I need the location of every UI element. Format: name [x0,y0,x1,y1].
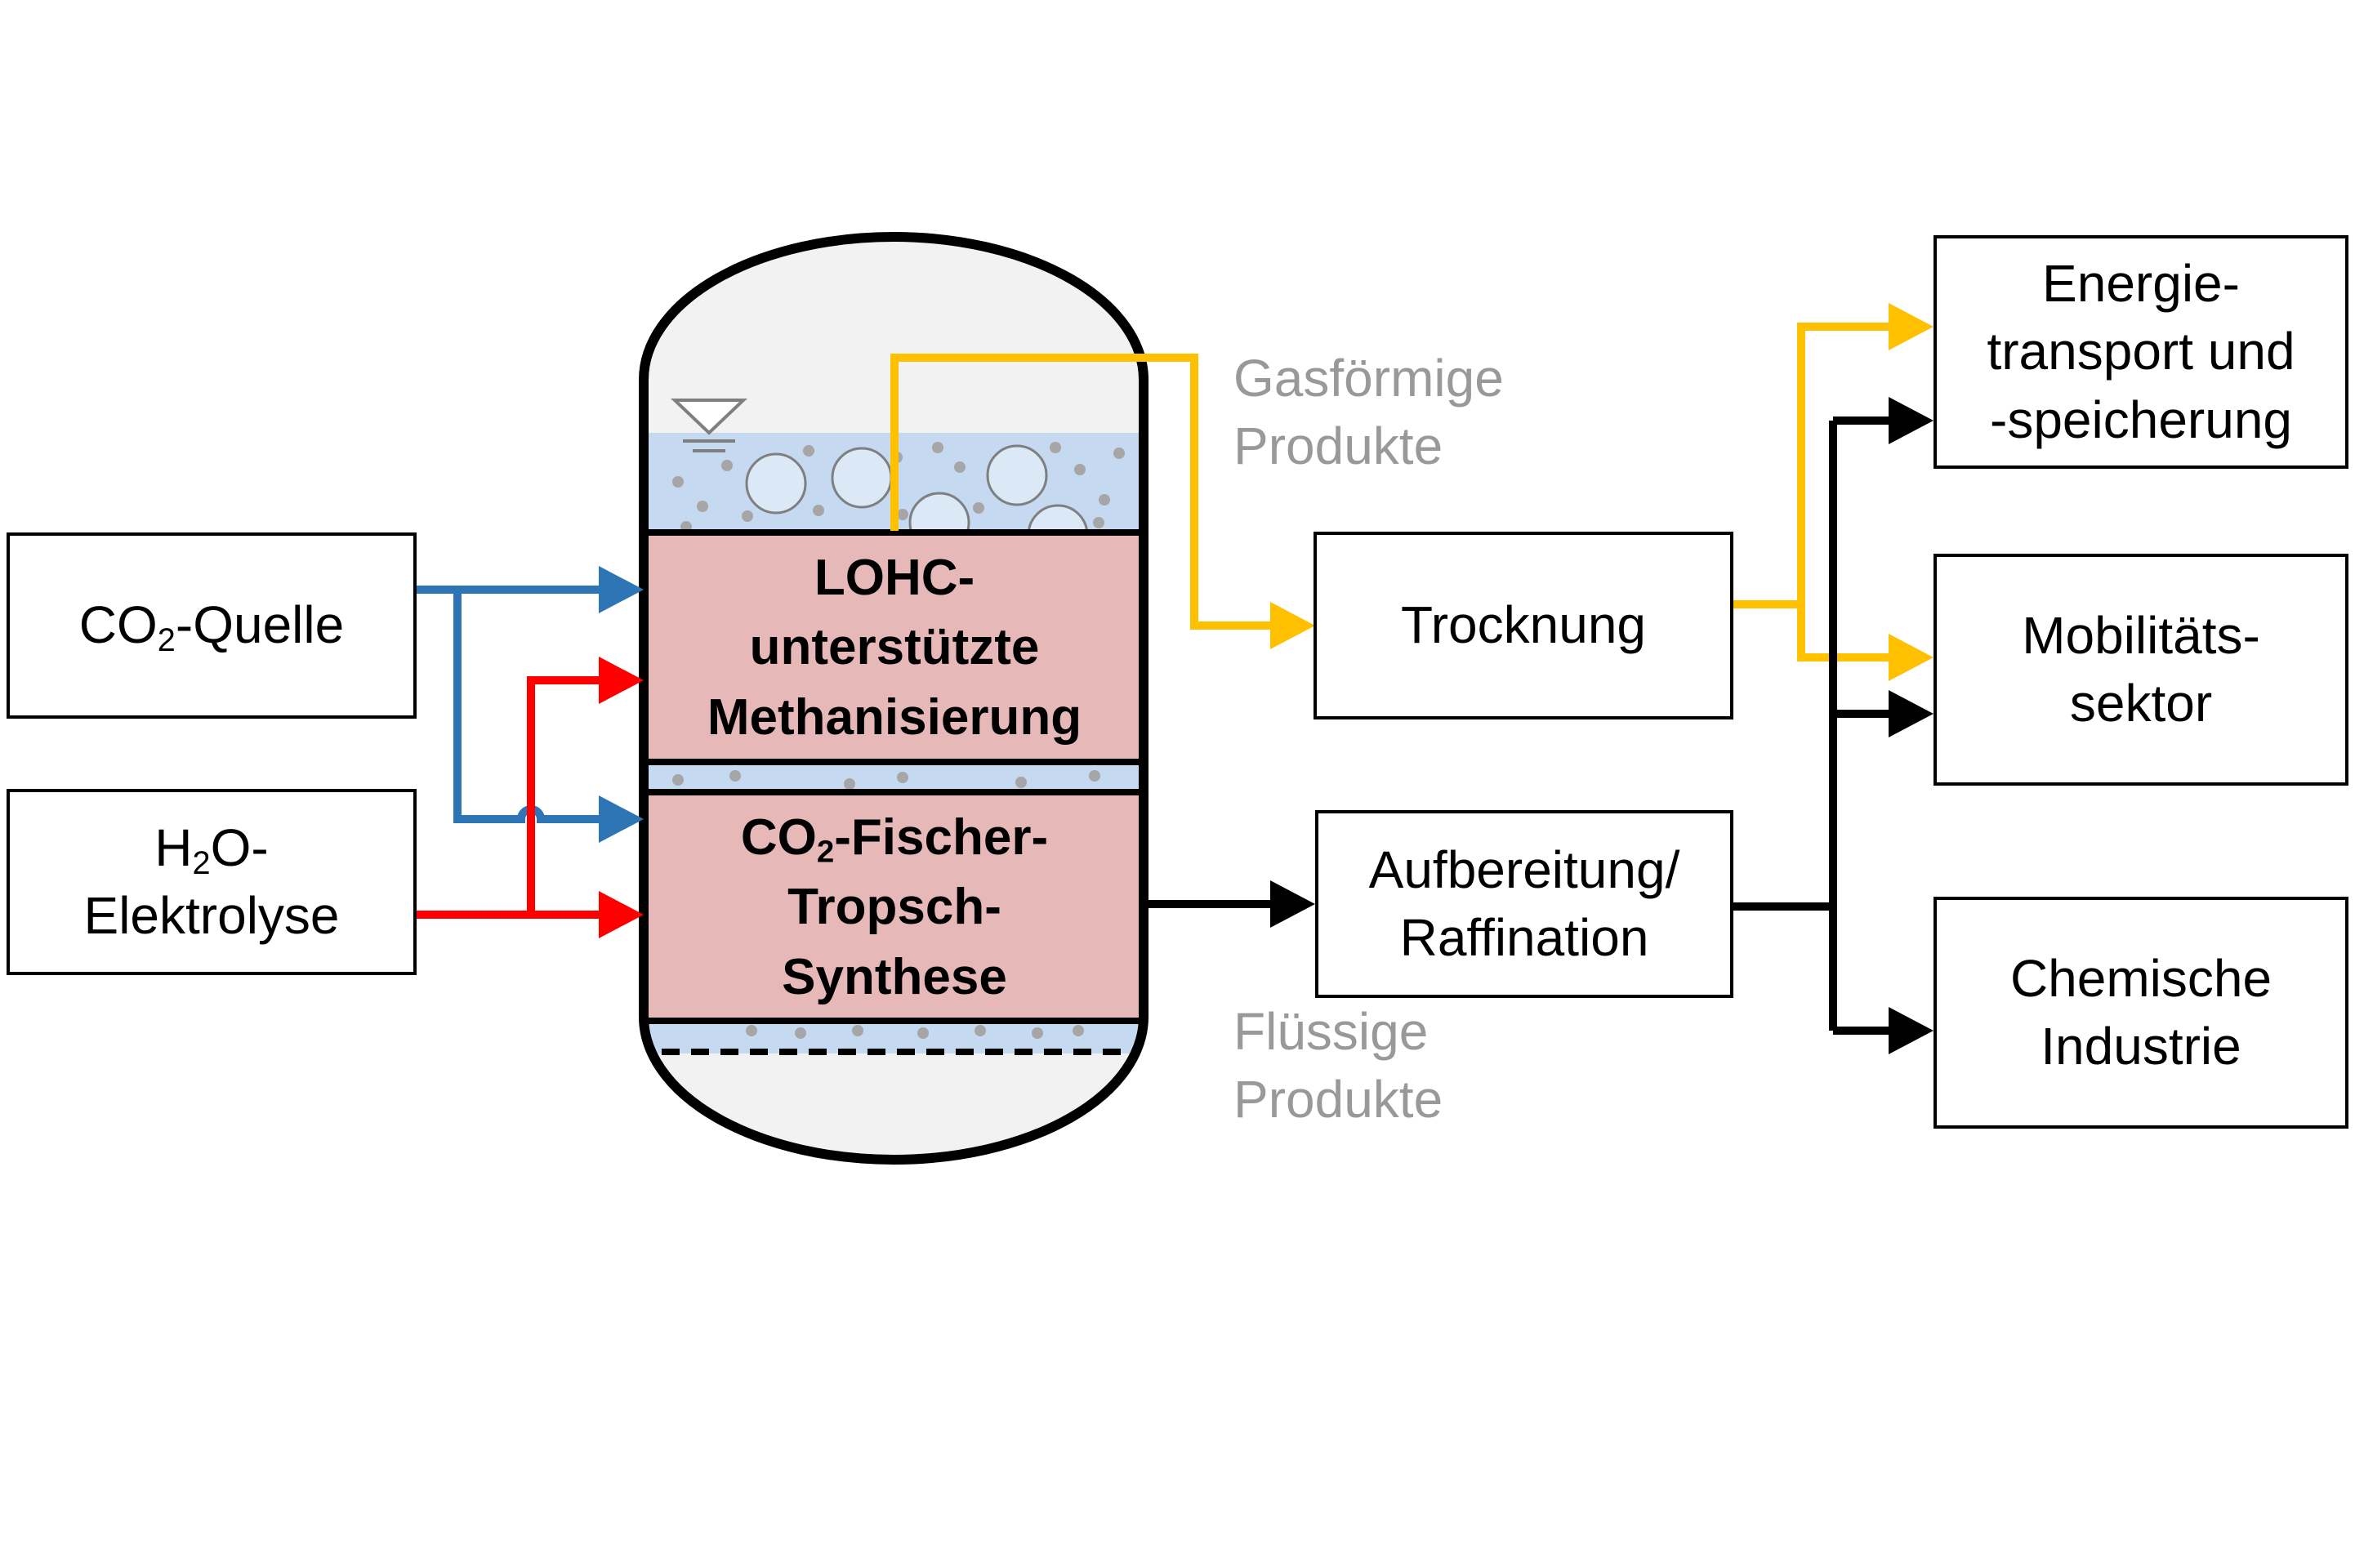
h2-arrowheads [599,657,644,938]
middle-particles [672,770,1100,790]
methanation-label-line2: unterstützte [749,619,1040,676]
reactor-vessel-outline [639,232,1149,1165]
mobility-label-line2: sektor [2069,674,2213,733]
h2-feed-lines [415,676,600,919]
refining-box: Aufbereitung/ Raffination [1315,810,1733,998]
lower-reaction-stage [644,792,1144,1021]
lower-liquid-layer [644,1021,1144,1054]
gas-products-note: Gasförmige Produkte [1233,345,1504,480]
liquid-products-note-line2: Produkte [1233,1070,1443,1129]
h2o-electrolysis-box: H2O- Elektrolyse [7,789,417,975]
co2-feed-lines [415,586,600,823]
co2-source-box: CO2-Quelle [7,532,417,719]
methanation-label-line1: LOHC- [814,549,975,606]
liquid-level-icon [671,399,747,452]
mobility-sector-box: Mobilitäts- sektor [1934,554,2348,786]
fischer-tropsch-label-line3: Synthese [782,948,1007,1005]
liquid-products-note-line1: Flüssige [1233,1002,1429,1061]
refining-label-line1: Aufbereitung/ [1368,840,1680,899]
drying-box: Trocknung [1314,532,1733,719]
chemical-label-line2: Industrie [2041,1017,2241,1076]
reactor-interior [644,433,1144,1055]
chemical-industry-box: Chemische Industrie [1934,897,2348,1129]
fischer-tropsch-label-line2: Tropsch- [787,879,1001,936]
co2-source-label: CO2-Quelle [78,595,345,659]
upper-particles [672,442,1125,532]
fischer-tropsch-stage-label: CO2-Fischer- Tropsch- Synthese [653,797,1135,1018]
chemical-label-line1: Chemische [2009,948,2272,1008]
drying-label: Trocknung [1401,595,1646,655]
h2o-electrolysis-label-line2: Elektrolyse [83,886,340,945]
methanation-label-line3: Methanisierung [707,688,1082,746]
methanation-stage-label: LOHC- unterstützte Methanisierung [653,536,1135,760]
gas-products-note-line2: Produkte [1233,416,1443,476]
liquid-product-lines [1144,416,1889,1035]
lower-particles [746,1025,1084,1039]
energy-storage-box: Energie- transport und -speicherung [1934,235,2348,469]
energy-label-line1: Energie- [2042,254,2240,314]
energy-label-line3: -speicherung [1990,390,2292,449]
liquid-products-note: Flüssige Produkte [1233,998,1443,1134]
liquid-arrowheads [1270,397,1934,1054]
energy-label-line2: transport und [1987,322,2295,381]
h2o-electrolysis-label-line1: H2O- [154,817,269,881]
gas-products-note-line1: Gasförmige [1233,349,1504,408]
gas-product-lines [890,323,1889,662]
co2-arrowheads [599,566,644,843]
mobility-label-line1: Mobilitäts- [2022,605,2260,665]
gas-arrowheads [1270,303,1934,681]
fischer-tropsch-label-line1: CO2-Fischer- [740,808,1049,870]
upper-reaction-stage [644,531,1144,764]
refining-label-line2: Raffination [1399,908,1649,967]
